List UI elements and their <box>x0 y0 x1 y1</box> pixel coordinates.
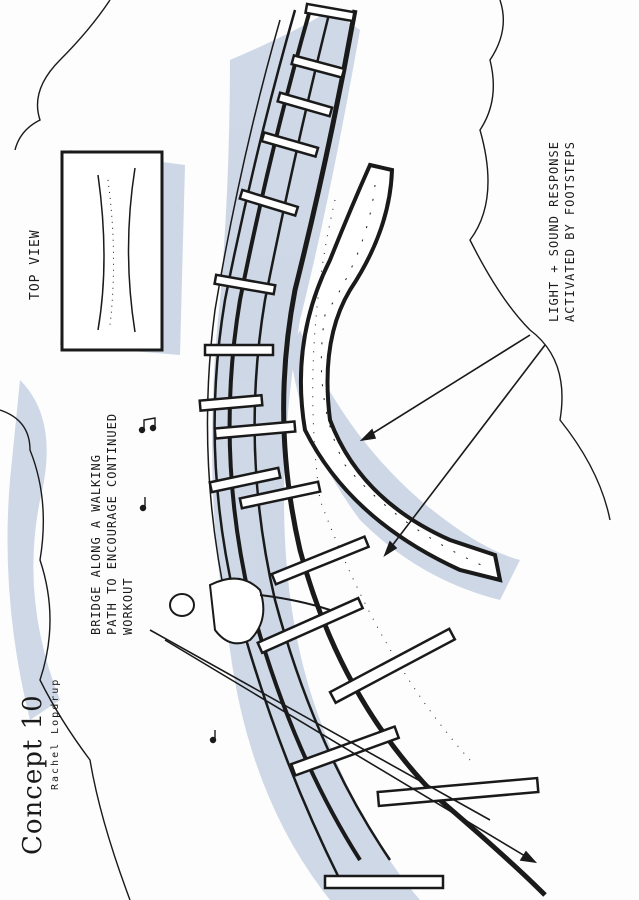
terrain-right <box>469 0 611 521</box>
deck-rail-3 <box>213 9 342 881</box>
arrow-light-2 <box>384 344 546 556</box>
person-figure <box>169 577 331 645</box>
plank <box>203 343 275 357</box>
bridge-planks <box>198 2 540 890</box>
plank <box>238 480 322 510</box>
plank <box>213 273 277 296</box>
plank <box>208 466 282 494</box>
deck-rail-1 <box>227 9 362 862</box>
arch-shadow <box>290 330 520 600</box>
top-view-label: TOP VIEW <box>28 229 43 300</box>
deck-outer-edge <box>281 9 547 897</box>
top-view-path-left <box>97 174 105 331</box>
plank <box>304 2 356 23</box>
author-name: Rachel Lopdrup <box>50 677 61 790</box>
light-note-line: LIGHT + SOUND RESPONSE <box>547 141 561 322</box>
arch-outline <box>298 162 503 583</box>
plank <box>323 874 445 890</box>
deck-rail-4 <box>206 19 281 611</box>
bridge-note-line: PATH TO ENCOURAGE CONTINUED <box>105 412 119 635</box>
bridge-shadow <box>212 10 420 900</box>
plank <box>238 188 300 218</box>
plank <box>213 420 297 440</box>
arrow-bridge-2 <box>164 639 536 863</box>
concept-title: Concept 10 <box>18 694 48 855</box>
bridge-note-line: BRIDGE ALONG A WALKING <box>89 454 103 635</box>
figure-arm <box>259 594 331 611</box>
plank <box>260 130 320 159</box>
arrow-light-1 <box>361 334 531 441</box>
plank <box>328 627 457 705</box>
arrow-bridge-1 <box>149 629 491 821</box>
plank <box>276 91 334 118</box>
figure-body <box>208 577 265 645</box>
figure-head <box>169 593 195 617</box>
top-view-path-right <box>127 167 136 333</box>
landscape-lines <box>0 0 611 900</box>
plank <box>256 596 365 655</box>
music-notes <box>138 417 217 744</box>
light-note: LIGHT + SOUND RESPONSE ACTIVATED BY FOOT… <box>546 141 578 322</box>
terrain-left-top <box>14 0 111 151</box>
marker-shading <box>7 10 520 900</box>
light-note-line: ACTIVATED BY FOOTSTEPS <box>563 141 577 322</box>
plank <box>198 393 264 412</box>
top-view-frame <box>60 150 164 352</box>
top-view-inset <box>60 150 164 352</box>
bridge-note: BRIDGE ALONG A WALKING PATH TO ENCOURAGE… <box>88 413 136 635</box>
plank <box>270 535 371 586</box>
plank <box>290 53 346 80</box>
plank <box>376 776 540 808</box>
terrain-left-bottom <box>0 409 131 900</box>
landscape-shadow <box>7 380 60 720</box>
leader-arrows <box>149 334 546 864</box>
bridge-note-line: WORKOUT <box>121 577 135 635</box>
support-arch <box>298 162 503 583</box>
plank <box>289 724 401 778</box>
